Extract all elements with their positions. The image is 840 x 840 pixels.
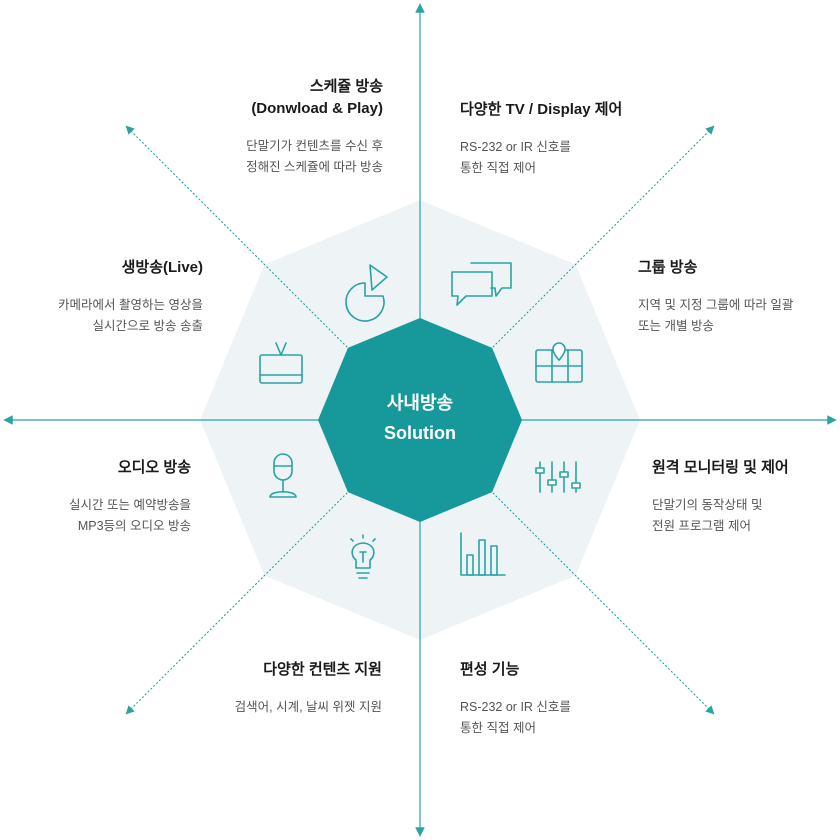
chat-bubbles-icon (451, 262, 512, 306)
feature-tv-display-control: 다양한 TV / Display 제어 RS-232 or IR 신호를 통한 … (460, 99, 690, 179)
feature-live-broadcast: 생방송(Live) 카메라에서 촬영하는 영상을 실시간으로 방송 송출 (0, 257, 203, 337)
sliders-icon (535, 461, 581, 493)
feature-description: RS-232 or IR 신호를 통한 직접 제어 (460, 140, 571, 175)
feature-description: 지역 및 지정 그룹에 따라 일괄 또는 개별 방송 (638, 298, 794, 333)
feature-description: 단말기가 컨텐츠를 수신 후 정해진 스케쥴에 따라 방송 (246, 139, 383, 174)
bar-chart-icon (460, 532, 506, 576)
center-title-line1: 사내방송 (386, 393, 454, 413)
lightbulb-icon (350, 534, 376, 579)
feature-title: 원격 모니터링 및 제어 (652, 459, 789, 476)
feature-title: 생방송(Live) (121, 259, 203, 276)
feature-scheduling: 편성 기능 RS-232 or IR 신호를 통한 직접 제어 (460, 659, 690, 739)
feature-description: RS-232 or IR 신호를 통한 직접 제어 (460, 700, 571, 735)
feature-title: 다양한 컨텐츠 지원 (263, 661, 382, 678)
feature-description: 검색어, 시계, 날씨 위젯 지원 (234, 700, 382, 714)
feature-title: 편성 기능 (460, 661, 520, 678)
feature-title: 스케쥴 방송 (Donwload & Play) (251, 78, 383, 117)
pie-chart-icon (345, 264, 388, 322)
feature-title: 그룹 방송 (638, 259, 698, 276)
center-title: 사내방송 Solution (340, 388, 500, 448)
tv-icon (259, 342, 303, 384)
feature-various-content: 다양한 컨텐츠 지원 검색어, 시계, 날씨 위젯 지원 (152, 659, 382, 718)
feature-description: 단말기의 동작상태 및 전원 프로그램 제어 (652, 498, 763, 533)
feature-title: 오디오 방송 (117, 459, 191, 476)
feature-remote-monitoring: 원격 모니터링 및 제어 단말기의 동작상태 및 전원 프로그램 제어 (652, 457, 837, 537)
feature-scheduled-broadcast: 스케쥴 방송 (Donwload & Play) 단말기가 컨텐츠를 수신 후 … (153, 76, 383, 178)
center-octagon (318, 318, 522, 522)
feature-audio-broadcast: 오디오 방송 실시간 또는 예약방송을 MP3등의 오디오 방송 (0, 457, 191, 537)
map-pin-icon (535, 342, 583, 383)
feature-description: 실시간 또는 예약방송을 MP3등의 오디오 방송 (69, 498, 191, 533)
feature-group-broadcast: 그룹 방송 지역 및 지정 그룹에 따라 일괄 또는 개별 방송 (638, 257, 833, 337)
feature-title: 다양한 TV / Display 제어 (460, 101, 623, 118)
center-title-line2: Solution (384, 423, 456, 443)
feature-description: 카메라에서 촬영하는 영상을 실시간으로 방송 송출 (58, 298, 203, 333)
microphone-icon (269, 453, 297, 498)
